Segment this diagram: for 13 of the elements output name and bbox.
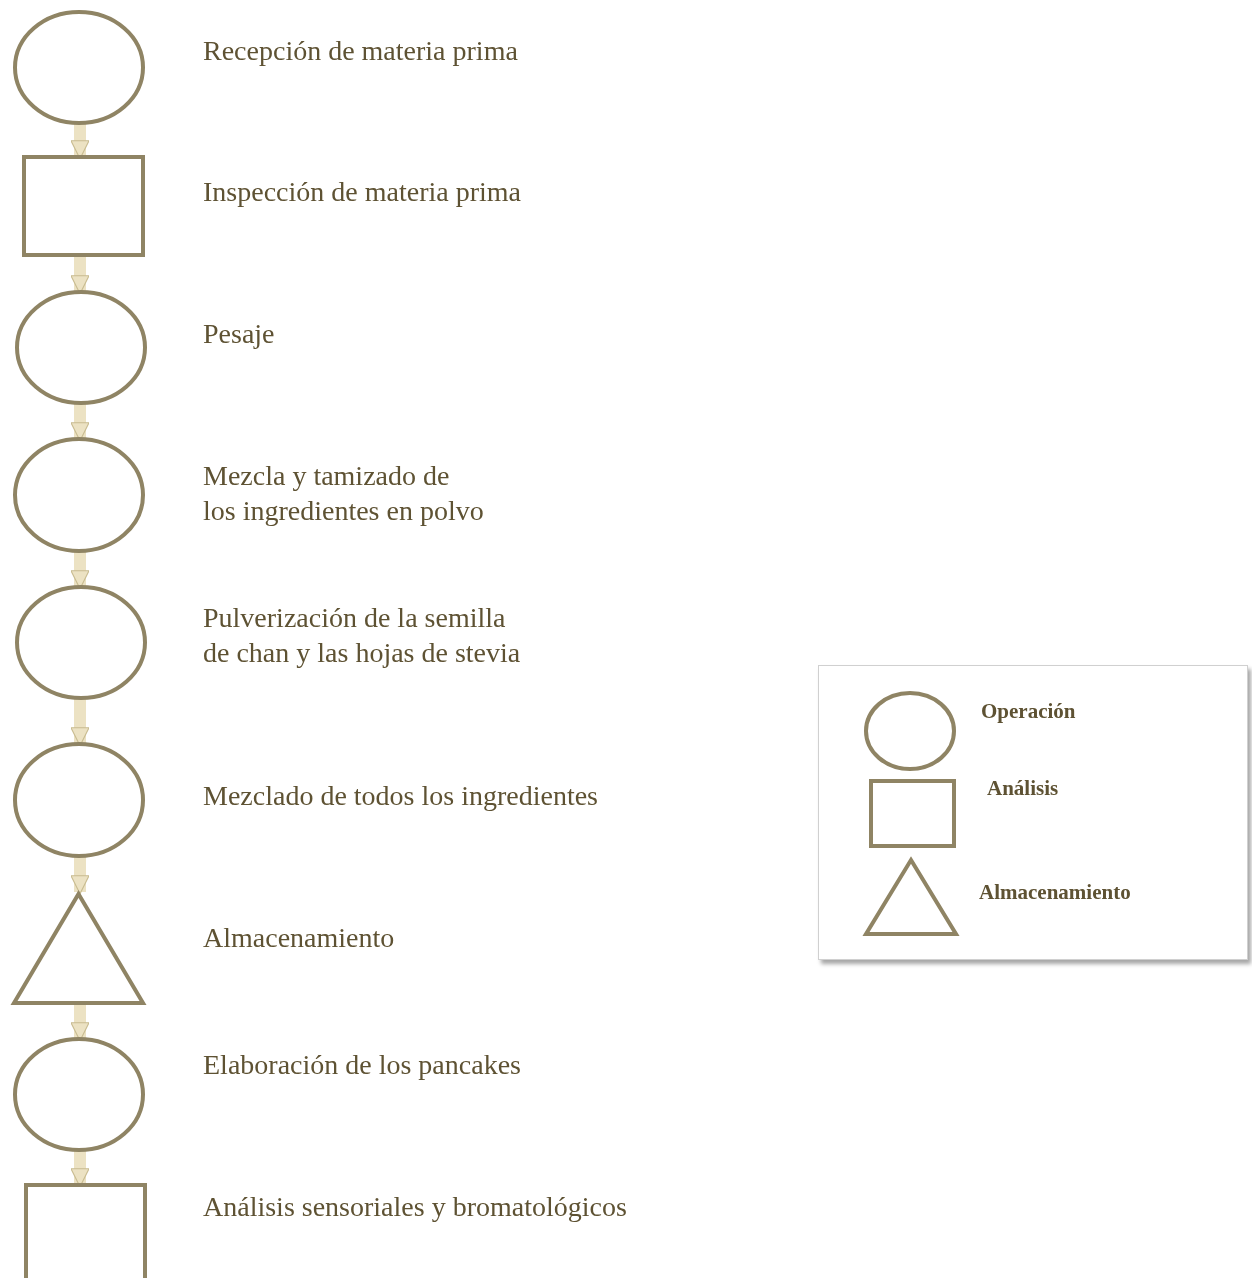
legend-label: Operación — [981, 698, 1076, 724]
step-label: Elaboración de los pancakes — [203, 1047, 521, 1082]
legend-label: Almacenamiento — [979, 879, 1131, 905]
block-arrow — [70, 856, 90, 895]
step-label: Mezcla y tamizado de los ingredientes en polvo — [203, 459, 485, 528]
step-label: Inspección de materia prima — [203, 174, 521, 209]
step-label: Mezclado de todos los ingredientes — [203, 778, 598, 813]
step-label: Recepción de materia prima — [203, 33, 518, 68]
step-label: Almacenamiento — [203, 920, 395, 955]
step-label: Pulverización de la semilla de chan y las hojas de stevia — [203, 601, 522, 670]
step-label: Análisis sensoriales y bromatológicos — [203, 1189, 627, 1224]
step-label: Pesaje — [203, 316, 275, 351]
legend-label: Análisis — [987, 775, 1059, 801]
